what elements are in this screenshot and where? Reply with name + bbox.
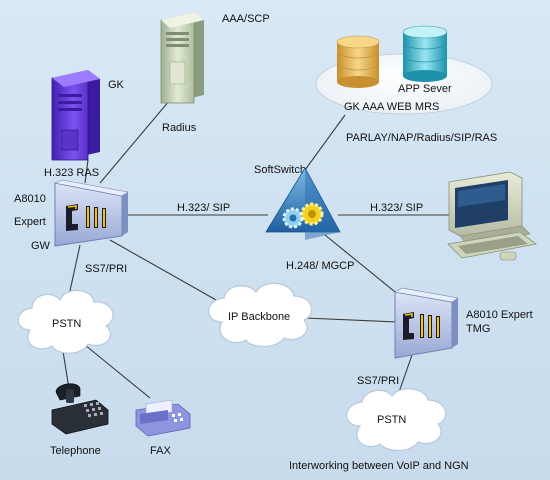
app-server-cluster xyxy=(315,25,493,115)
server-names-label: GK AAA WEB MRS xyxy=(344,101,439,113)
gk-label: GK xyxy=(108,79,125,91)
gateway-box-icon xyxy=(53,179,129,247)
ss7-pri-left-label: SS7/PRI xyxy=(85,263,127,275)
fax-label: FAX xyxy=(150,445,171,457)
link-gw-aaa xyxy=(99,87,181,184)
link-gw-gk xyxy=(84,159,89,184)
softswitch-label: SoftSwitch xyxy=(254,164,306,176)
desktop-computer-icon xyxy=(447,171,537,261)
link-gw-pstn xyxy=(67,244,81,301)
link-tmg-pstn xyxy=(397,354,413,396)
softswitch-pc-protocol-label: H.323/ SIP xyxy=(370,202,423,214)
a8010-gw-label-line3: GW xyxy=(31,240,51,252)
diagram-caption: Interworking between VoIP and NGN xyxy=(289,460,469,472)
ip-backbone-cloud-icon xyxy=(208,282,313,348)
a8010-gw-label-line2: Expert xyxy=(14,216,46,228)
pstn-left-label: PSTN xyxy=(52,318,81,330)
ss7-pri-right-label: SS7/PRI xyxy=(357,375,399,387)
tmg-label-line2: TMG xyxy=(466,323,490,335)
protocols-label: PARLAY/NAP/Radius/SIP/RAS xyxy=(346,132,497,144)
ip-backbone-label: IP Backbone xyxy=(228,311,290,323)
radius-label: Radius xyxy=(162,122,197,134)
telephone-label: Telephone xyxy=(50,445,101,457)
a8010-gw-label-line1: A8010 xyxy=(14,193,46,205)
h248-mgcp-label: H.248/ MGCP xyxy=(286,260,354,272)
database-gold-icon xyxy=(336,35,380,88)
pstn-right-cloud-icon xyxy=(346,388,447,452)
telephone-icon xyxy=(51,383,109,435)
aaa-scp-server-icon xyxy=(160,12,204,104)
link-softswitch-tmg xyxy=(324,234,406,301)
link-gw-ipbackbone xyxy=(109,239,226,306)
h323-ras-label: H.323 RAS xyxy=(44,167,99,179)
link-ipbackbone-tmg xyxy=(304,317,399,323)
link-pstn-fax xyxy=(84,344,151,399)
link-softswitch-appserver xyxy=(304,114,346,171)
aaa-scp-label: AAA/SCP xyxy=(222,13,270,25)
softswitch-gears-icon xyxy=(265,167,341,240)
gw-softswitch-protocol-label: H.323/ SIP xyxy=(177,202,230,214)
database-cyan-icon xyxy=(402,25,448,82)
tmg-label-line1: A8010 Expert xyxy=(466,309,533,321)
app-server-label: APP Sever xyxy=(398,83,452,95)
tmg-gateway-box-icon xyxy=(394,287,459,359)
pstn-left-cloud-icon xyxy=(17,289,114,354)
fax-icon xyxy=(135,399,191,437)
pstn-right-label: PSTN xyxy=(377,414,406,426)
gk-server-icon xyxy=(51,70,100,161)
